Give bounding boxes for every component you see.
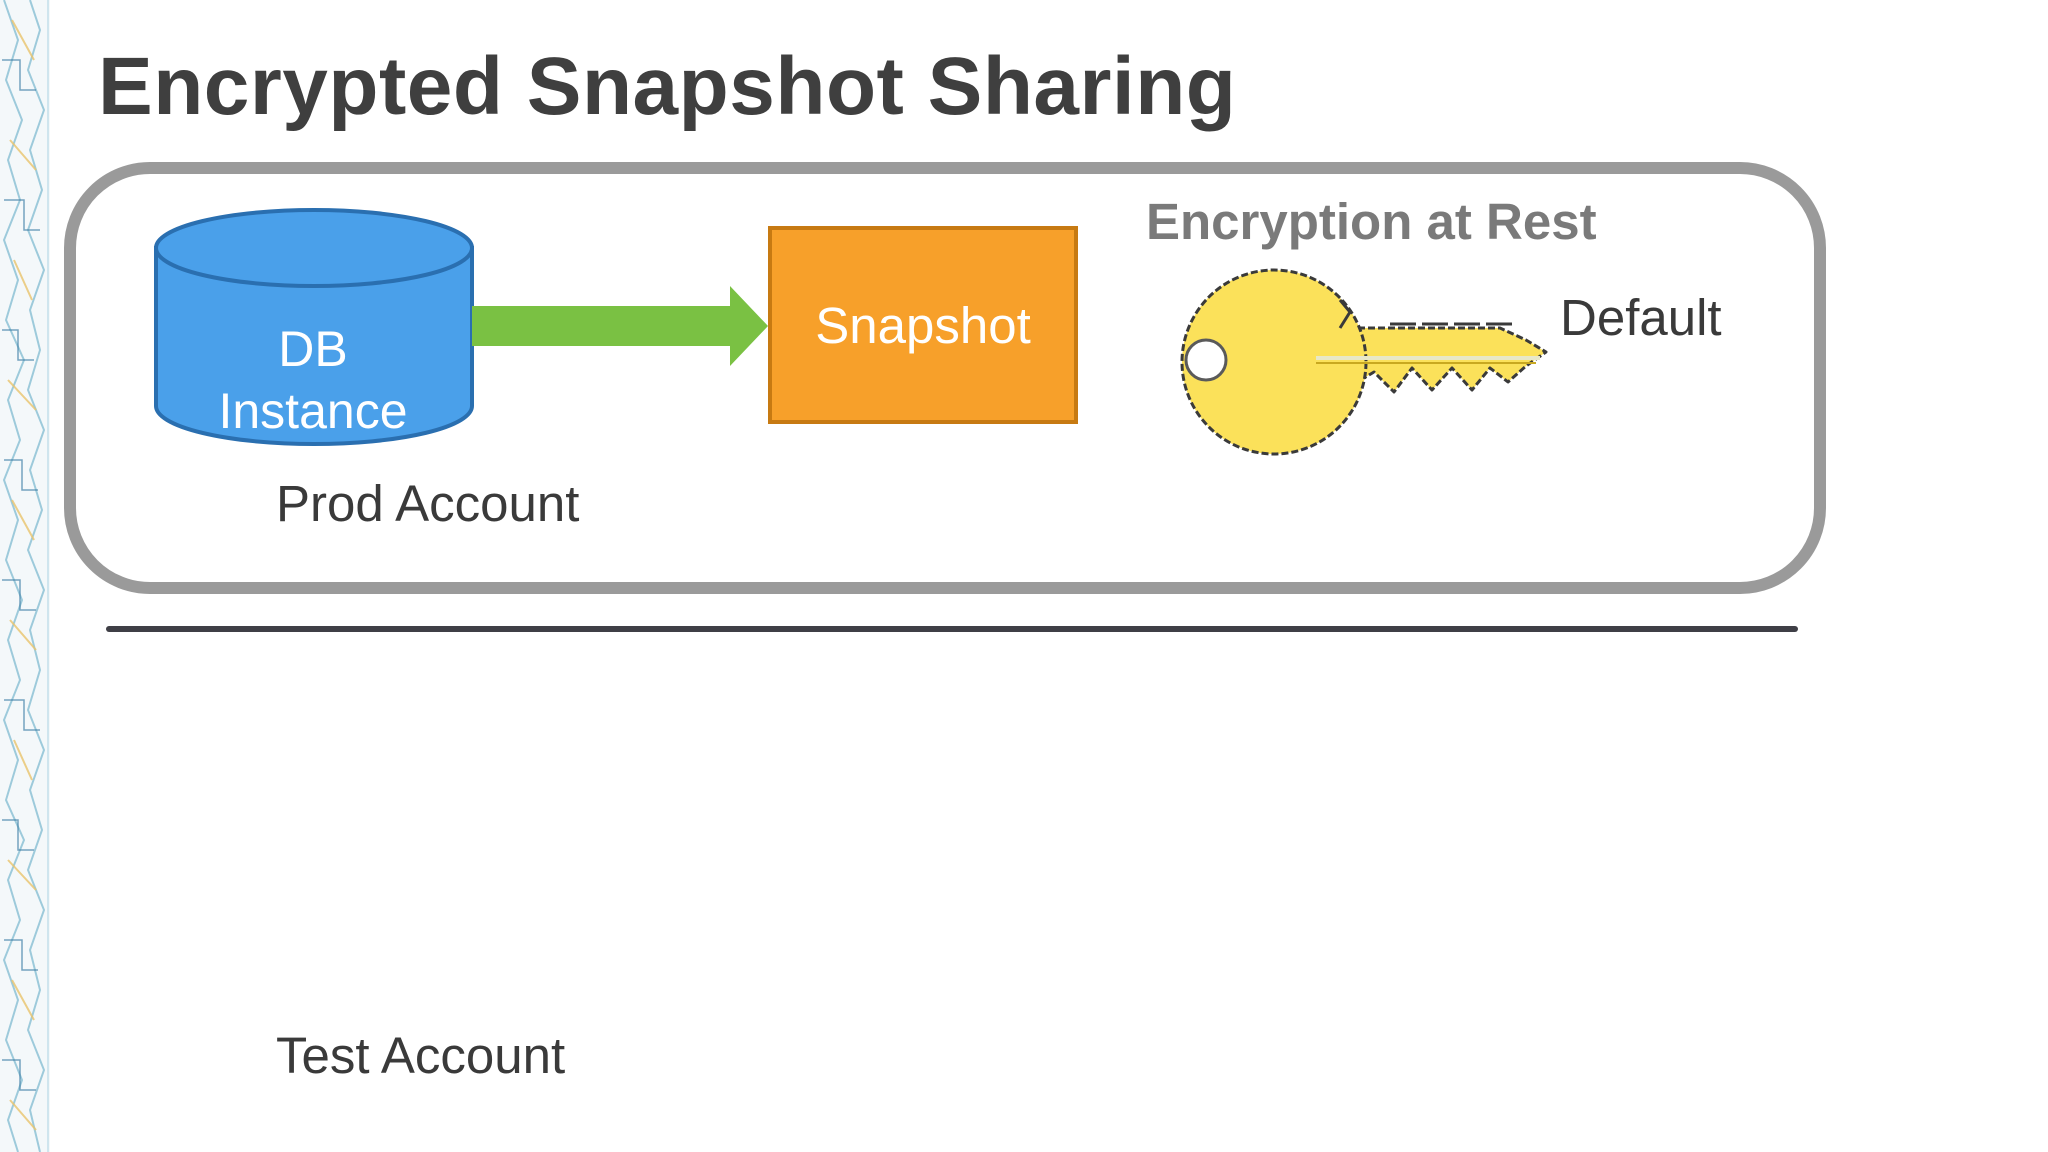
db-instance-cylinder — [154, 208, 474, 446]
account-divider — [106, 626, 1798, 632]
decorative-left-border — [0, 0, 50, 1152]
arrow-db-to-snapshot — [472, 286, 768, 366]
test-account-label: Test Account — [276, 1027, 566, 1084]
encryption-at-rest-heading: Encryption at Rest — [1146, 193, 1597, 250]
slide-title: Encrypted Snapshot Sharing — [98, 41, 1237, 132]
key-label-default: Default — [1560, 289, 1722, 346]
prod-account-label: Prod Account — [276, 475, 580, 532]
snapshot-box — [768, 226, 1078, 424]
snapshot-label: Snapshot — [815, 297, 1031, 354]
db-instance-label-line1: DB — [278, 321, 348, 377]
key-icon — [1180, 268, 1548, 456]
db-instance-label-line2: Instance — [218, 383, 408, 439]
prod-account-container — [64, 162, 1826, 594]
